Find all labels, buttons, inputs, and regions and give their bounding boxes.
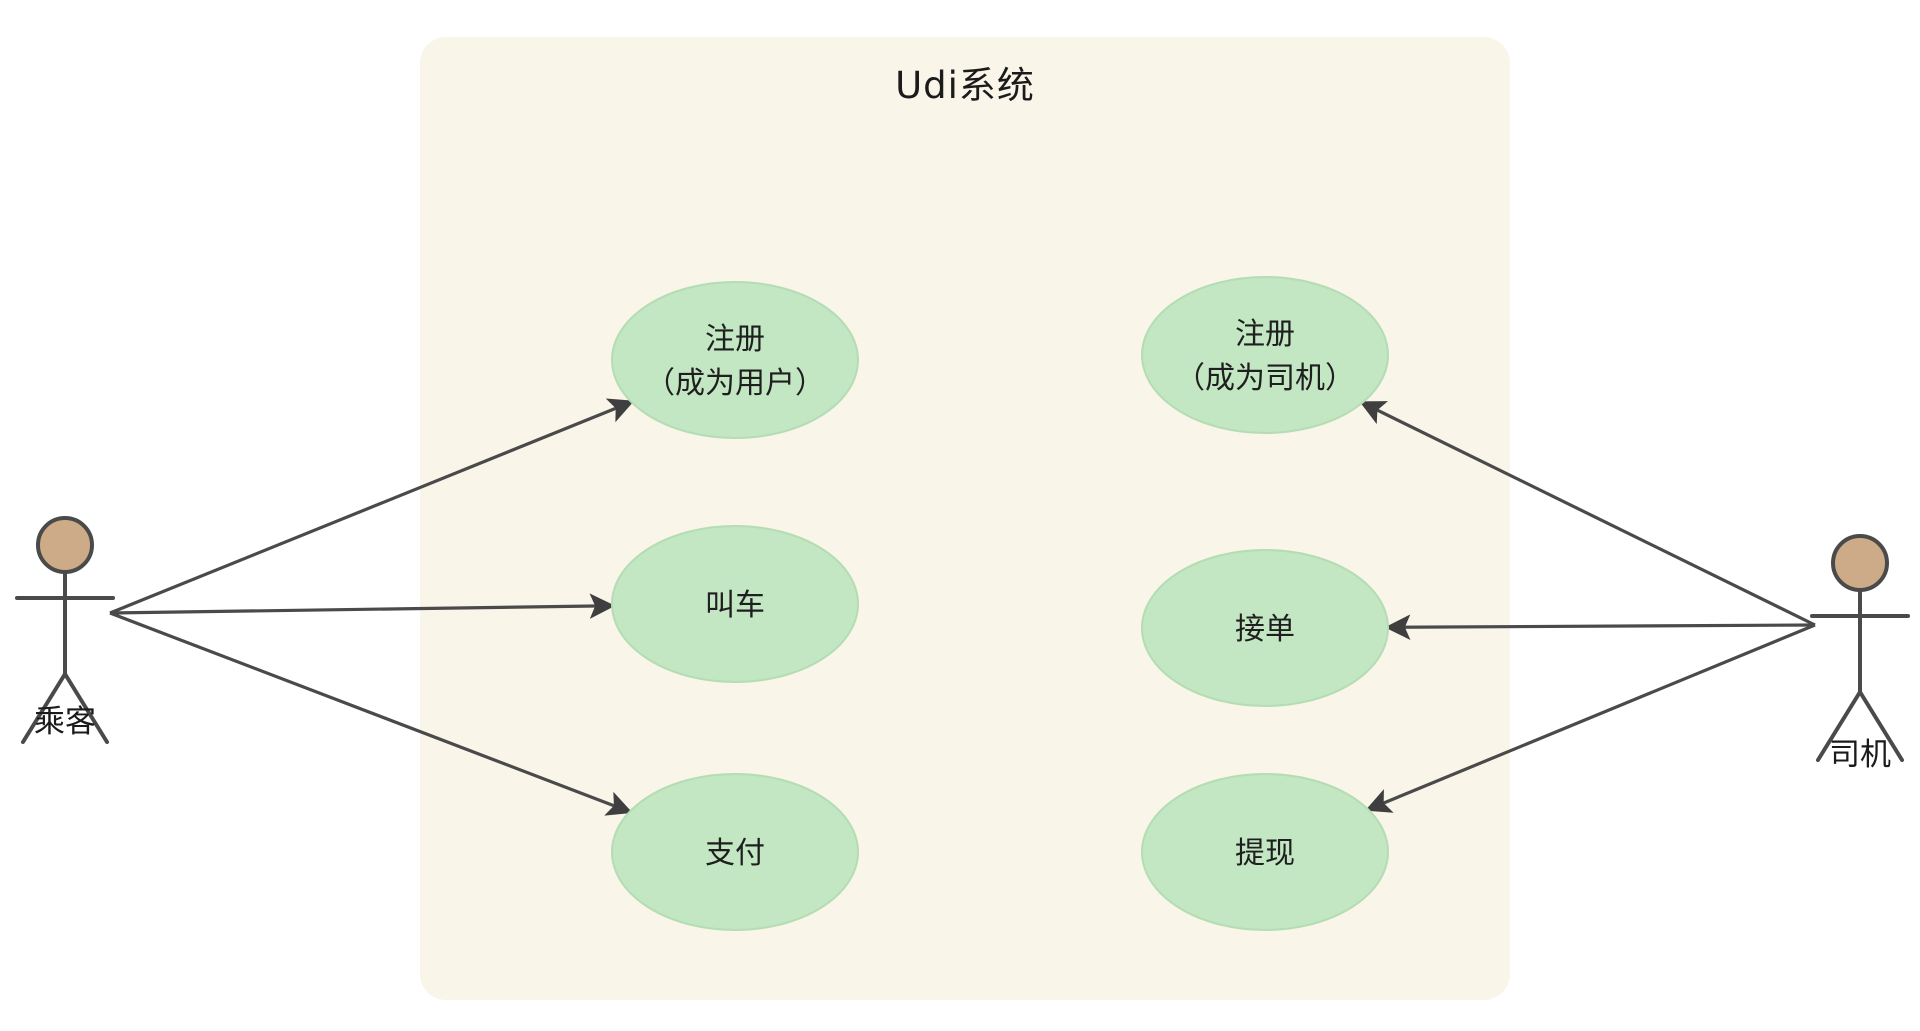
use-case-label: 注册 [705, 322, 765, 357]
actor-leg-left [1816, 690, 1862, 762]
use-case-ellipse[interactable] [1141, 276, 1389, 434]
association-driver-register-driver[interactable] [1359, 401, 1816, 627]
actor-label: 乘客 [34, 704, 96, 740]
use-case-label: 支付 [705, 836, 765, 871]
actor-leg-right [63, 672, 109, 744]
use-case-ellipse[interactable] [611, 773, 859, 931]
actor-driver[interactable]: 司机 [1810, 534, 1910, 773]
use-case-call-car[interactable]: 叫车 [611, 525, 859, 683]
actor-label: 司机 [1829, 737, 1891, 773]
use-case-register-driver[interactable]: 注册 （成为司机） [1141, 276, 1389, 434]
use-case-accept-order[interactable]: 接单 [1141, 549, 1389, 707]
use-case-ellipse[interactable] [1141, 773, 1389, 931]
use-case-pay[interactable]: 支付 [611, 773, 859, 931]
use-case-label: 叫车 [705, 588, 765, 623]
use-case-label: （成为用户） [645, 366, 825, 401]
use-case-ellipse[interactable] [611, 281, 859, 439]
system-boundary-box [420, 37, 1510, 1000]
association-passenger-pay[interactable] [109, 611, 633, 816]
association-layer [109, 398, 1816, 816]
actor-leg-right [1858, 690, 1904, 762]
actor-passenger[interactable]: 乘客 [15, 516, 115, 744]
use-case-withdraw[interactable]: 提现 [1141, 773, 1389, 931]
actor-head-icon [36, 516, 94, 574]
use-case-register-user[interactable]: 注册 （成为用户） [611, 281, 859, 439]
use-case-ellipse[interactable] [611, 525, 859, 683]
system-boundary-title: Udi系统 [895, 64, 1035, 107]
use-case-label: 接单 [1235, 612, 1295, 647]
actor-leg-left [21, 672, 67, 744]
use-case-label: 注册 [1235, 317, 1295, 352]
association-passenger-register-user[interactable] [109, 398, 635, 615]
association-driver-accept-order[interactable] [1384, 614, 1816, 641]
use-case-label: （成为司机） [1175, 361, 1355, 396]
association-driver-withdraw[interactable] [1365, 623, 1816, 813]
use-case-ellipse[interactable] [1141, 549, 1389, 707]
actor-head-icon [1831, 534, 1889, 592]
association-passenger-call-car[interactable] [109, 593, 616, 619]
use-case-label: 提现 [1235, 836, 1295, 871]
